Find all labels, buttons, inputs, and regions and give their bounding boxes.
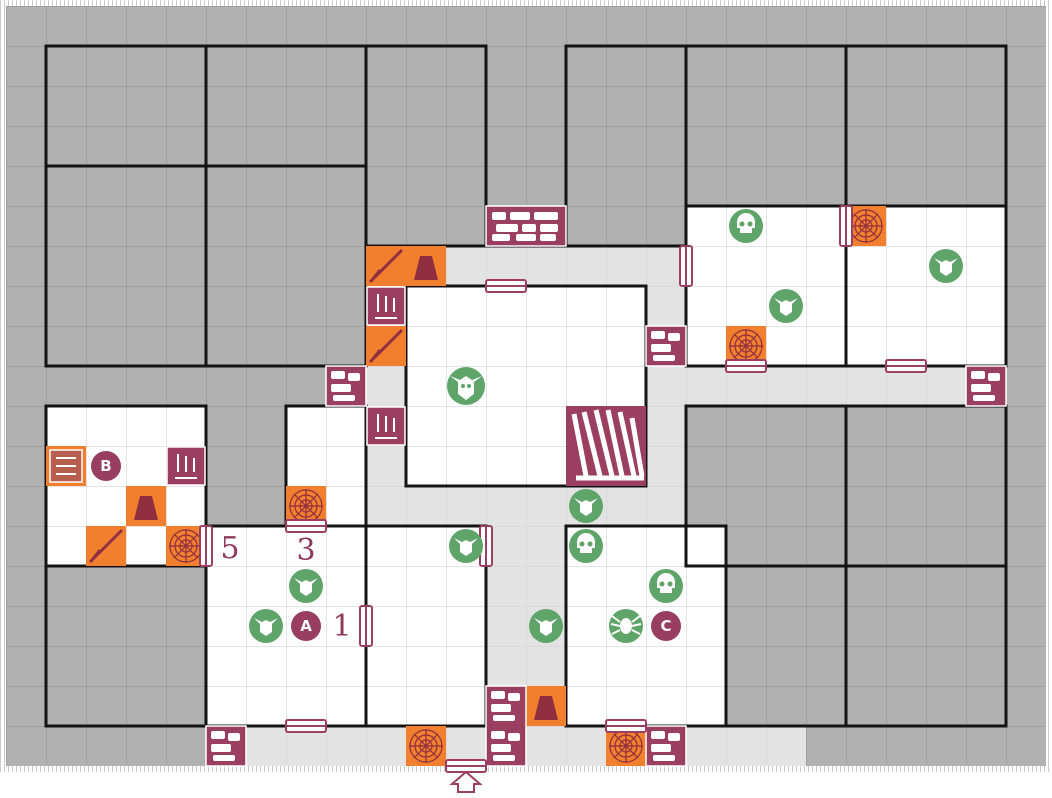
skull-icon (729, 209, 763, 243)
orc-icon (289, 569, 323, 603)
door-icon[interactable] (679, 245, 693, 287)
marker-a: A (291, 611, 321, 641)
markers: A B C (91, 451, 681, 641)
marker-c: C (651, 611, 681, 641)
skull-icon (649, 569, 683, 603)
doors[interactable] (199, 205, 927, 773)
monsters (249, 209, 963, 643)
marker-b: B (91, 451, 121, 481)
gargoyle-icon (447, 367, 485, 405)
start-arrow-icon (449, 770, 483, 793)
orc-icon (569, 489, 603, 523)
orc-icon (449, 529, 483, 563)
room-number-3: 3 (296, 533, 315, 568)
door-icon[interactable] (605, 719, 647, 733)
door-icon[interactable] (285, 519, 327, 533)
spider-icon (609, 609, 643, 643)
spider-webs (169, 209, 883, 763)
door-icon[interactable] (485, 279, 527, 293)
room-number-5: 5 (220, 531, 239, 566)
orc-icon (249, 609, 283, 643)
svg-text:C: C (660, 617, 671, 635)
door-icon[interactable] (839, 205, 853, 247)
door-icon[interactable] (885, 359, 927, 373)
svg-text:B: B (100, 457, 111, 475)
stairs-icon (566, 406, 646, 486)
door-icon[interactable] (285, 719, 327, 733)
pit-traps (134, 256, 558, 720)
skull-icon (569, 529, 603, 563)
door-icon[interactable] (359, 605, 373, 647)
orc-icon (769, 289, 803, 323)
door-icon[interactable] (445, 759, 487, 773)
door-icon[interactable] (479, 525, 493, 567)
door-icon[interactable] (199, 525, 213, 567)
svg-text:A: A (300, 617, 312, 635)
orc-icon (529, 609, 563, 643)
door-icon[interactable] (725, 359, 767, 373)
orc-icon (929, 249, 963, 283)
spike-traps (88, 248, 404, 564)
room-number-1: 1 (332, 609, 351, 644)
